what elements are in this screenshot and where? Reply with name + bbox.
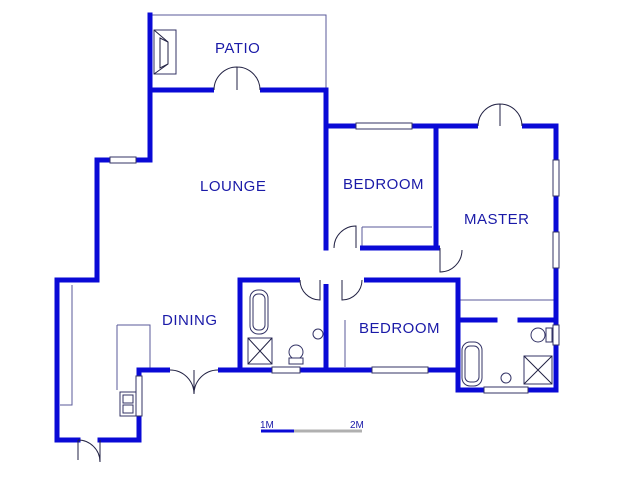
door-hall-double [299,279,363,301]
window-kitchen-west [135,375,143,417]
door-kitchen-exit [77,439,101,463]
door-dining [169,369,219,395]
room-label-lounge: LOUNGE [200,178,266,195]
thin-outlines [60,14,555,406]
window-master-east-1 [552,159,560,197]
window-bath-south [271,366,301,374]
shower-icon [247,337,273,365]
room-label-bedroom-2: BEDROOM [359,320,440,337]
room-label-master: MASTER [464,211,530,228]
room-label-bedroom-1: BEDROOM [343,176,424,193]
door-master-west [439,248,463,273]
window-master-east-2 [552,231,560,269]
door-patio [213,66,261,91]
bathtub-icon [249,289,269,335]
fireplace-icon [153,29,177,75]
ensuite-bathtub-icon [461,341,483,387]
door-master-north [477,103,523,127]
basin-icon [312,328,324,340]
window-ensuite-south [483,386,529,394]
doors [77,66,523,463]
kitchen-sink-icon [119,391,137,417]
door-bedroom1 [333,225,357,249]
window-lounge-west [109,156,137,164]
scale-label-end: 2M [350,420,364,431]
window-bedroom2-south [371,366,429,374]
ensuite-toilet-icon [530,327,553,343]
ensuite-shower-icon [523,355,553,385]
window-ensuite-east [552,324,560,346]
scale-label-start: 1M [260,420,274,431]
windows [109,122,560,417]
scale-bar: 1M 2M [260,420,364,433]
ensuite-basin-icon [500,372,512,384]
toilet-icon [288,344,304,365]
room-label-dining: DINING [162,312,218,329]
room-label-patio: PATIO [215,40,260,57]
window-bedroom-north [355,122,413,130]
